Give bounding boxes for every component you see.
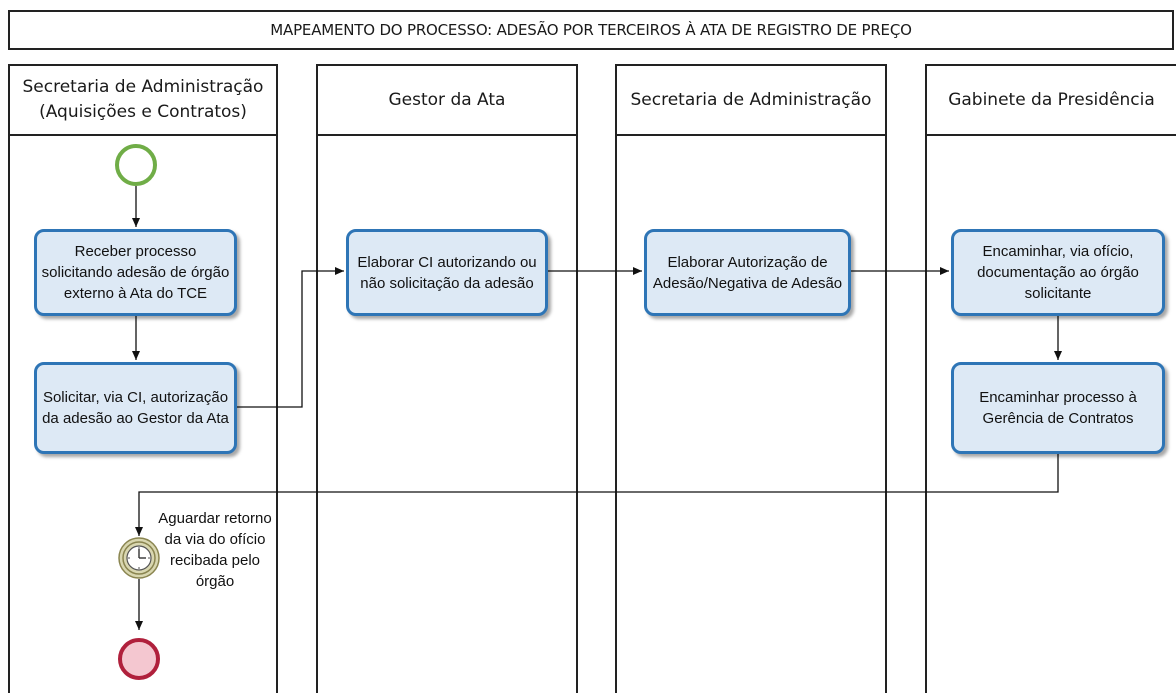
lane-header-gabinete-presidencia: Gabinete da Presidência [925,64,1176,136]
task-elaborar-autorizacao[interactable]: Elaborar Autorização de Adesão/Negativa … [644,229,851,316]
lane-gabinete-presidencia [925,64,1176,693]
task-receber-processo[interactable]: Receber processo solicitando adesão de ó… [34,229,237,316]
lane-header-gestor-ata: Gestor da Ata [316,64,578,136]
flow-solicitar-to-elaborar-ci [237,267,344,408]
task-elaborar-ci[interactable]: Elaborar CI autorizando ou não solicitaç… [346,229,548,316]
end-event-icon [118,638,160,680]
lane-aquisicoes [8,64,278,693]
lane-header-secretaria-administracao: Secretaria de Administração [615,64,887,136]
lane-header-aquisicoes: Secretaria de Administração (Aquisições … [8,64,278,136]
flow-encaminhar-processo-to-timer [135,454,1059,536]
lane-gestor-ata [316,64,578,693]
task-encaminhar-oficio[interactable]: Encaminhar, via ofício, documentação ao … [951,229,1165,316]
start-event-icon [115,144,157,186]
diagram-title: MAPEAMENTO DO PROCESSO: ADESÃO POR TERCE… [8,10,1174,50]
timer-event-label: Aguardar retorno da via do ofício reciba… [158,510,272,590]
task-encaminhar-processo[interactable]: Encaminhar processo à Gerência de Contra… [951,362,1165,454]
clock-icon [118,537,160,579]
lane-secretaria-administracao [615,64,887,693]
task-solicitar-autorizacao[interactable]: Solicitar, via CI, autorização da adesão… [34,362,237,454]
